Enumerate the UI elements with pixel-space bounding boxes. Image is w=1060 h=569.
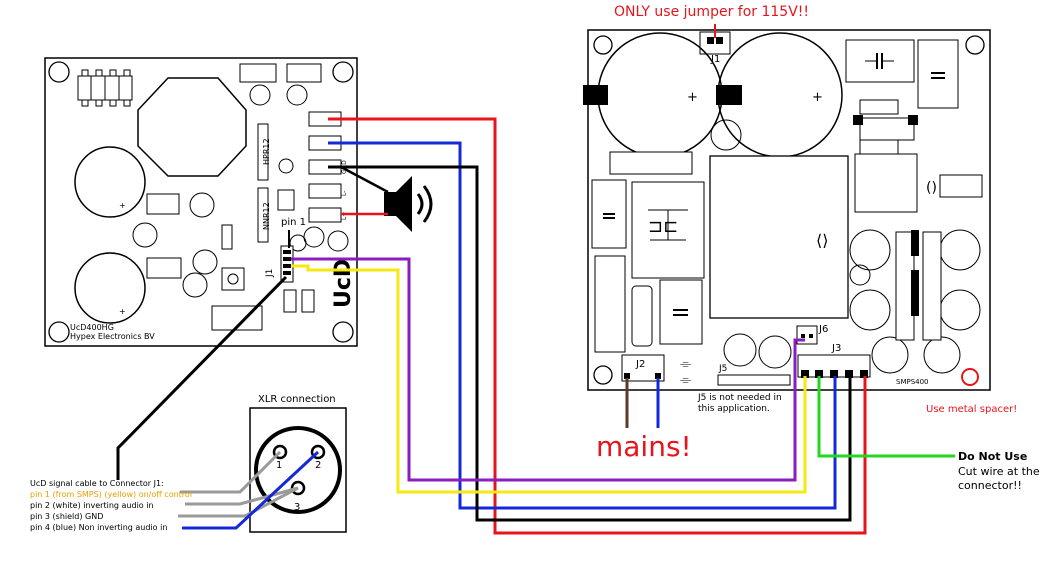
mount-hole [593, 365, 613, 385]
smps-j3-label: J3 [831, 343, 841, 354]
l-minus-label: L- [341, 191, 348, 196]
svg-text:+: + [119, 201, 126, 210]
cut-wire-note-1: Cut wire at the [958, 465, 1040, 478]
mount-hole [48, 321, 70, 343]
jumper-warning: ONLY use jumper for 115V!! [614, 4, 809, 20]
metal-spacer-note: Use metal spacer! [926, 404, 1017, 415]
ucd-model-label: UcD400HG [70, 323, 114, 332]
legend-pin1: pin 1 (from SMPS) (yellow) on/off contro… [30, 490, 192, 499]
legend-pin2: pin 2 (white) inverting audio in [30, 501, 154, 510]
xlr-pin1 [272, 444, 288, 460]
ucd-j1-label: J1 [265, 269, 275, 278]
mount-hole [965, 35, 985, 55]
signal-cable [116, 275, 288, 480]
smps400-board: J1 + + ⊐⊏ ⟨⟩ () [583, 29, 991, 391]
nnr12-label: NNR12 [262, 202, 271, 230]
smps-j5-label: J5 [718, 364, 727, 374]
ucd-maker-label: Hypex Electronics BV [70, 332, 155, 341]
j5-note-line1: J5 is not needed in [697, 393, 782, 403]
svg-text:+: + [119, 307, 126, 316]
xlr-pin3-label: 3 [294, 502, 300, 513]
ucd-logo: UcD [331, 259, 356, 308]
ucd400-board: + + HPR12 NNR12 GND L- L+ [44, 57, 358, 347]
svg-text:(): () [926, 180, 937, 196]
yellow-wire [291, 264, 807, 494]
smps-j6-label: J6 [818, 324, 828, 335]
xlr-pin2-label: 2 [315, 460, 321, 471]
smps-model-label: SMPS400 [896, 378, 929, 386]
svg-text:⊐⊏: ⊐⊏ [648, 216, 678, 237]
hpr12-label: HPR12 [262, 138, 271, 165]
mount-hole [332, 321, 354, 343]
blue-wire [328, 141, 837, 510]
smps-j1-label: J1 [710, 54, 720, 65]
red-wire [328, 117, 867, 535]
signal-legend: UcD signal cable to Connector J1: pin 1 … [30, 479, 192, 532]
xlr-pin2 [310, 444, 326, 460]
metal-spacer-hole [961, 368, 979, 386]
mount-hole [48, 61, 70, 83]
xlr-pin1-label: 1 [276, 460, 282, 471]
xlr-connector: XLR connection 1 2 3 [249, 394, 347, 533]
cap-plus: + [812, 90, 823, 105]
legend-title: UcD signal cable to Connector J1: [30, 479, 164, 488]
smps-j2-label: J2 [635, 359, 645, 370]
svg-text:⌯: ⌯ [680, 372, 691, 388]
legend-pin3: pin 3 (shield) GND [30, 512, 103, 521]
xlr-pin3 [290, 480, 306, 496]
xlr-wires [178, 450, 320, 530]
xlr-title: XLR connection [258, 394, 336, 405]
svg-text:⟨⟩: ⟨⟩ [816, 231, 828, 250]
do-not-use-title: Do Not Use [958, 450, 1027, 463]
cut-wire-note-2: connector!! [958, 479, 1022, 492]
cap-plus: + [687, 90, 698, 105]
mount-hole [593, 35, 613, 55]
speaker-wires [340, 165, 389, 216]
purple-wire [291, 257, 805, 482]
mains-label: mains! [596, 430, 692, 463]
speaker-icon [384, 176, 433, 232]
power-wires [291, 24, 955, 535]
l-plus-label: L+ [341, 212, 348, 220]
svg-text:⌯: ⌯ [680, 356, 691, 372]
mount-hole [332, 61, 354, 83]
black-wire [328, 165, 852, 522]
ucd-pin1-label: pin 1 [281, 217, 306, 228]
green-wire [817, 376, 955, 458]
j5-note-line2: this application. [698, 404, 770, 414]
legend-pin4: pin 4 (blue) Non inverting audio in [30, 523, 167, 532]
